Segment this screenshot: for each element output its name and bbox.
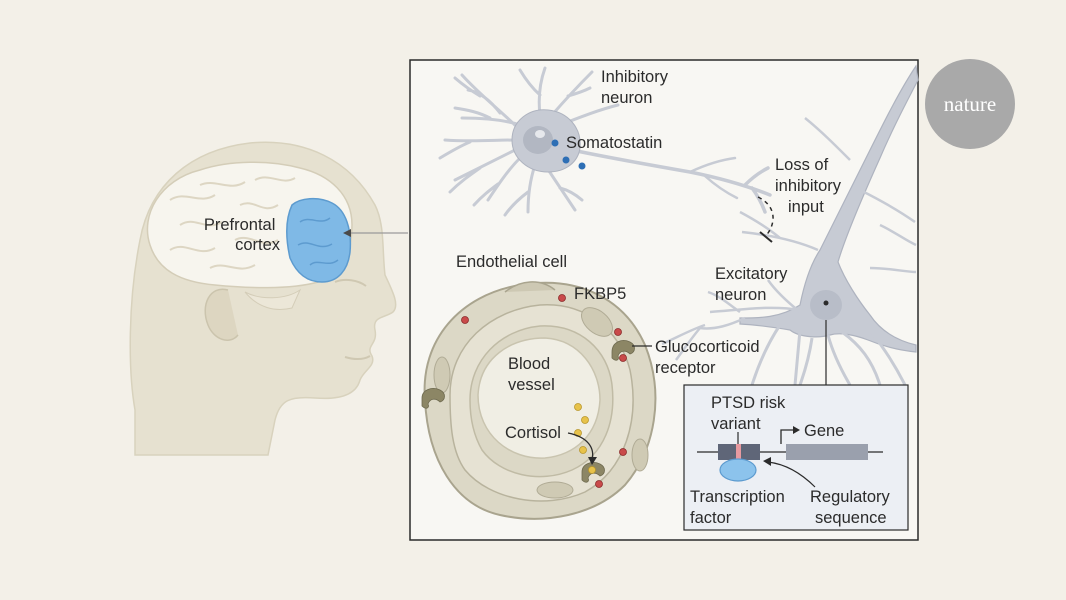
label-fkbp5: FKBP5 [574, 285, 626, 303]
label-loss-of-input: Loss of inhibitory input [775, 156, 846, 216]
endothelial-cell [423, 281, 657, 520]
cortisol-arrowhead [588, 457, 597, 465]
label-ptsd-variant: PTSD risk variant [711, 394, 790, 433]
transcription-arrowhead [793, 426, 800, 434]
cell-nucleus-1 [581, 307, 613, 337]
label-glucocorticoid-receptor: Glucocorticoid receptor [655, 338, 764, 377]
cortisol-molecules [574, 403, 596, 474]
regulatory-arrowhead [763, 457, 771, 466]
brain-illustration [146, 161, 353, 310]
label-excitatory-neuron: Excitatory neuron [715, 265, 792, 304]
inhibitory-soma [511, 109, 581, 173]
transcription-arrow [780, 429, 795, 444]
logo-circle [925, 59, 1015, 149]
gene-block [786, 444, 868, 460]
label-prefrontal: Prefrontal cortex [204, 216, 281, 254]
cell-nucleus-2 [433, 356, 451, 394]
loss-input-dashed-line [757, 196, 774, 238]
prefrontal-cortex-region [286, 197, 352, 283]
inhibitory-neuron [438, 66, 772, 217]
regulatory-arrow [767, 461, 816, 488]
glucocorticoid-receptors [421, 340, 635, 483]
ptsd-variant-mark [736, 444, 741, 460]
cell-nucleus-3 [631, 438, 649, 472]
transcription-factor-shape [719, 458, 757, 482]
label-transcription-factor: Transcription factor [690, 488, 789, 527]
logo-wordmark: nature [944, 92, 996, 116]
loss-input-terminal [759, 231, 773, 243]
label-inhibitory-neuron: Inhibitory neuron [601, 68, 673, 107]
excitatory-neuron [661, 64, 919, 386]
fkbp5-dots [461, 294, 627, 488]
label-regulatory-sequence: Regulatory sequence [810, 488, 894, 527]
label-endothelial-cell: Endothelial cell [456, 253, 567, 271]
cell-nucleus-4 [536, 481, 574, 499]
label-cortisol: Cortisol [505, 424, 561, 442]
label-gene: Gene [804, 422, 844, 440]
label-somatostatin: Somatostatin [566, 134, 662, 152]
label-blood-vessel: Blood vessel [508, 355, 555, 394]
somatostatin-granules [551, 139, 586, 170]
nature-logo: nature [925, 59, 1015, 149]
cortex-leader-arrow [343, 229, 351, 237]
